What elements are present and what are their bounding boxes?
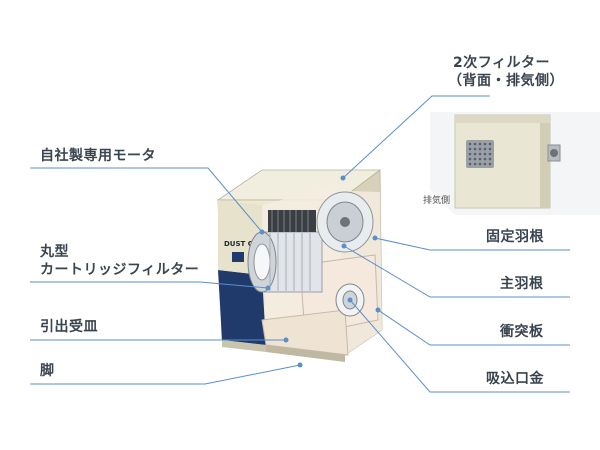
rear-grille xyxy=(466,140,494,168)
label-secondary-filter-line1: 2次フィルター xyxy=(453,55,550,71)
cartridge-filter-shape xyxy=(247,231,323,293)
label-cartridge-filter-line1: 丸型 xyxy=(40,244,69,260)
label-intake-fitting: 吸込口金 xyxy=(486,371,544,387)
leader-fixed-blade xyxy=(374,237,570,251)
leader-intake-fitting xyxy=(349,299,570,393)
unit-nameplate: DUST CO xyxy=(224,240,259,248)
rear-view-photo xyxy=(430,112,600,215)
leader-leg xyxy=(30,364,301,385)
label-main-blade: 主羽根 xyxy=(500,276,544,292)
leader-secondary-filter xyxy=(342,95,490,179)
label-cartridge-filter-line2: カートリッジフィルター xyxy=(40,262,200,278)
label-drip-tray: 引出受皿 xyxy=(40,319,98,335)
leader-baffle-plate xyxy=(377,309,570,346)
dust-collector-unit: DUST CO xyxy=(216,169,383,362)
label-baffle-plate: 衝突板 xyxy=(500,324,544,340)
leader-motor xyxy=(30,167,263,233)
label-cartridge-filter: 丸型 カートリッジフィルター xyxy=(40,243,199,279)
label-secondary-filter-line2: （背面・排気側） xyxy=(448,73,564,89)
leader-cartridge-filter xyxy=(30,281,269,289)
label-exhaust-side: 排気側 xyxy=(423,196,451,206)
leader-main-blade xyxy=(343,245,570,298)
leader-lines xyxy=(30,95,570,393)
label-motor: 自社製専用モータ xyxy=(40,148,156,164)
label-secondary-filter: 2次フィルター （背面・排気側） xyxy=(448,54,564,90)
label-fixed-blade: 固定羽根 xyxy=(486,229,544,245)
motor-fan-shape xyxy=(268,191,374,253)
label-leg: 脚 xyxy=(40,363,55,379)
